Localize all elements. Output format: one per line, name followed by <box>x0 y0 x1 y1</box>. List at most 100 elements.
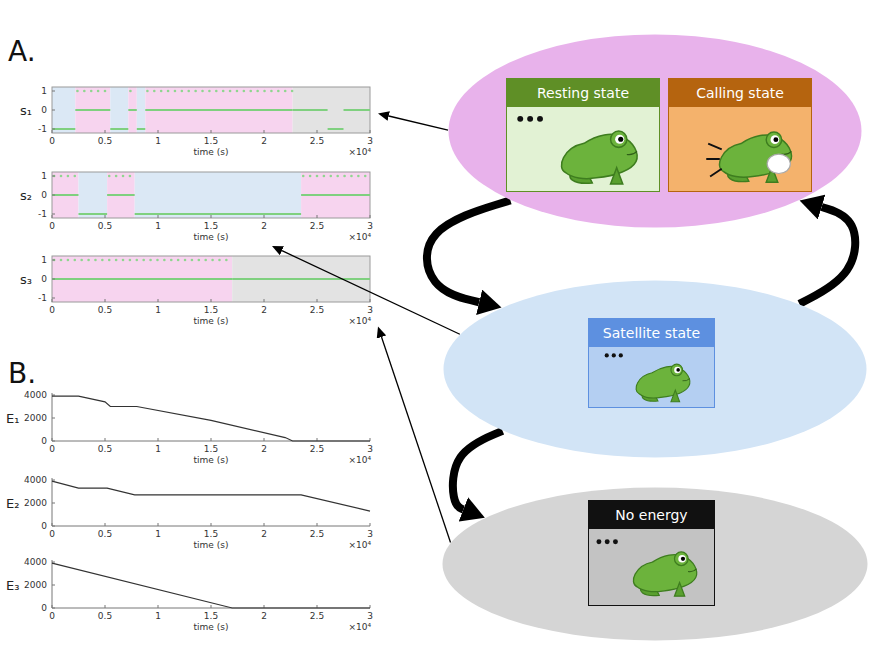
frog-figure <box>636 364 690 402</box>
tick-label: 0.5 <box>98 444 112 455</box>
tick-label: 0 <box>41 190 47 201</box>
pointer-arrow <box>382 337 451 542</box>
state-box: Satellite state <box>588 318 715 408</box>
axis-title: time (s) <box>194 147 229 158</box>
call-dot <box>101 259 104 262</box>
plot-frame <box>52 87 370 133</box>
call-dot <box>60 175 63 178</box>
frog-illustration <box>669 107 810 190</box>
tick-mark <box>52 418 55 419</box>
state-trace <box>145 109 292 111</box>
tick-label: 1 <box>155 611 161 622</box>
energy-trace <box>52 481 370 511</box>
call-dot <box>97 90 100 93</box>
call-dot <box>229 90 232 93</box>
call-dot <box>160 90 163 93</box>
tick-label: 0.5 <box>98 611 112 622</box>
thinking-dots <box>605 353 623 357</box>
tick-mark <box>52 298 55 299</box>
state-group-ellipse: No energy <box>442 487 868 641</box>
tick-mark <box>211 523 212 526</box>
state-region <box>301 172 370 218</box>
tick-mark <box>105 523 106 526</box>
call-dot <box>350 175 353 178</box>
tick-label: 0 <box>49 221 55 232</box>
call-dot <box>122 175 125 178</box>
plot-variable: E₁ <box>6 411 19 426</box>
state-region <box>110 87 128 133</box>
state-region <box>232 256 370 302</box>
state-trace <box>52 128 75 130</box>
pointer-arrow <box>282 251 460 335</box>
tick-label: 0 <box>49 611 55 622</box>
tick-label: 4000 <box>24 557 47 568</box>
axis-multiplier: ×10⁴ <box>348 147 371 158</box>
call-dot <box>108 259 111 262</box>
tick-mark <box>158 130 159 133</box>
tick-mark <box>317 130 318 133</box>
state-title: Calling state <box>696 84 784 102</box>
state-trace <box>52 194 79 196</box>
state-trace <box>135 213 301 215</box>
state-region <box>137 87 145 133</box>
tick-label: 1.5 <box>204 136 218 147</box>
tick-label: 1 <box>41 171 47 182</box>
tick-label: 2.5 <box>310 305 324 316</box>
tick-mark <box>158 215 159 218</box>
tick-mark <box>52 130 53 133</box>
call-dot <box>80 259 83 262</box>
state-region <box>79 172 108 218</box>
ellipse-fill <box>443 488 868 641</box>
tick-mark <box>52 585 55 586</box>
frog-illustration <box>507 107 658 190</box>
state-region <box>52 172 79 218</box>
axis-title: time (s) <box>194 540 229 551</box>
state-box: Resting state <box>506 78 660 192</box>
state-title: Satellite state <box>603 324 700 342</box>
call-dot <box>187 90 190 93</box>
thinking-dots <box>596 539 617 544</box>
frog-figure <box>706 132 791 182</box>
state-trace <box>232 278 370 280</box>
call-dot <box>90 90 93 93</box>
tick-label: 3 <box>367 305 373 316</box>
state-group-ellipse: Satellite state <box>443 280 867 458</box>
call-dot <box>87 259 90 262</box>
tick-mark <box>52 503 55 504</box>
tick-label: 2 <box>261 221 267 232</box>
call-dot <box>243 90 246 93</box>
tick-label: 4000 <box>24 390 47 401</box>
energy-trace <box>52 396 370 441</box>
call-dot <box>156 259 159 262</box>
tick-mark <box>52 279 55 280</box>
tick-label: 0 <box>49 444 55 455</box>
state-region <box>293 87 370 133</box>
tick-mark <box>52 480 55 481</box>
tick-mark <box>158 438 159 441</box>
state-trace <box>137 128 145 130</box>
call-dot <box>236 90 239 93</box>
state-trace <box>128 109 136 111</box>
state-region <box>75 87 110 133</box>
call-dot <box>73 175 76 178</box>
tick-mark <box>158 523 159 526</box>
tick-mark <box>158 605 159 608</box>
tick-label: 1.5 <box>204 529 218 540</box>
call-dot <box>67 175 70 178</box>
state-box: No energy <box>588 500 715 606</box>
panel-letter: B. <box>8 357 36 391</box>
call-dot <box>256 90 259 93</box>
plot-frame <box>52 256 370 302</box>
transition-arrow <box>453 431 503 510</box>
tick-mark <box>264 523 265 526</box>
pointer-arrow <box>389 116 448 130</box>
call-dot <box>67 259 70 262</box>
plot-variable: s₁ <box>20 103 32 118</box>
axis-line <box>52 478 53 526</box>
tick-label: 1 <box>155 221 161 232</box>
plot-variable: E₂ <box>6 496 19 511</box>
call-dot <box>316 175 319 178</box>
tick-mark <box>105 215 106 218</box>
call-dot <box>142 259 145 262</box>
